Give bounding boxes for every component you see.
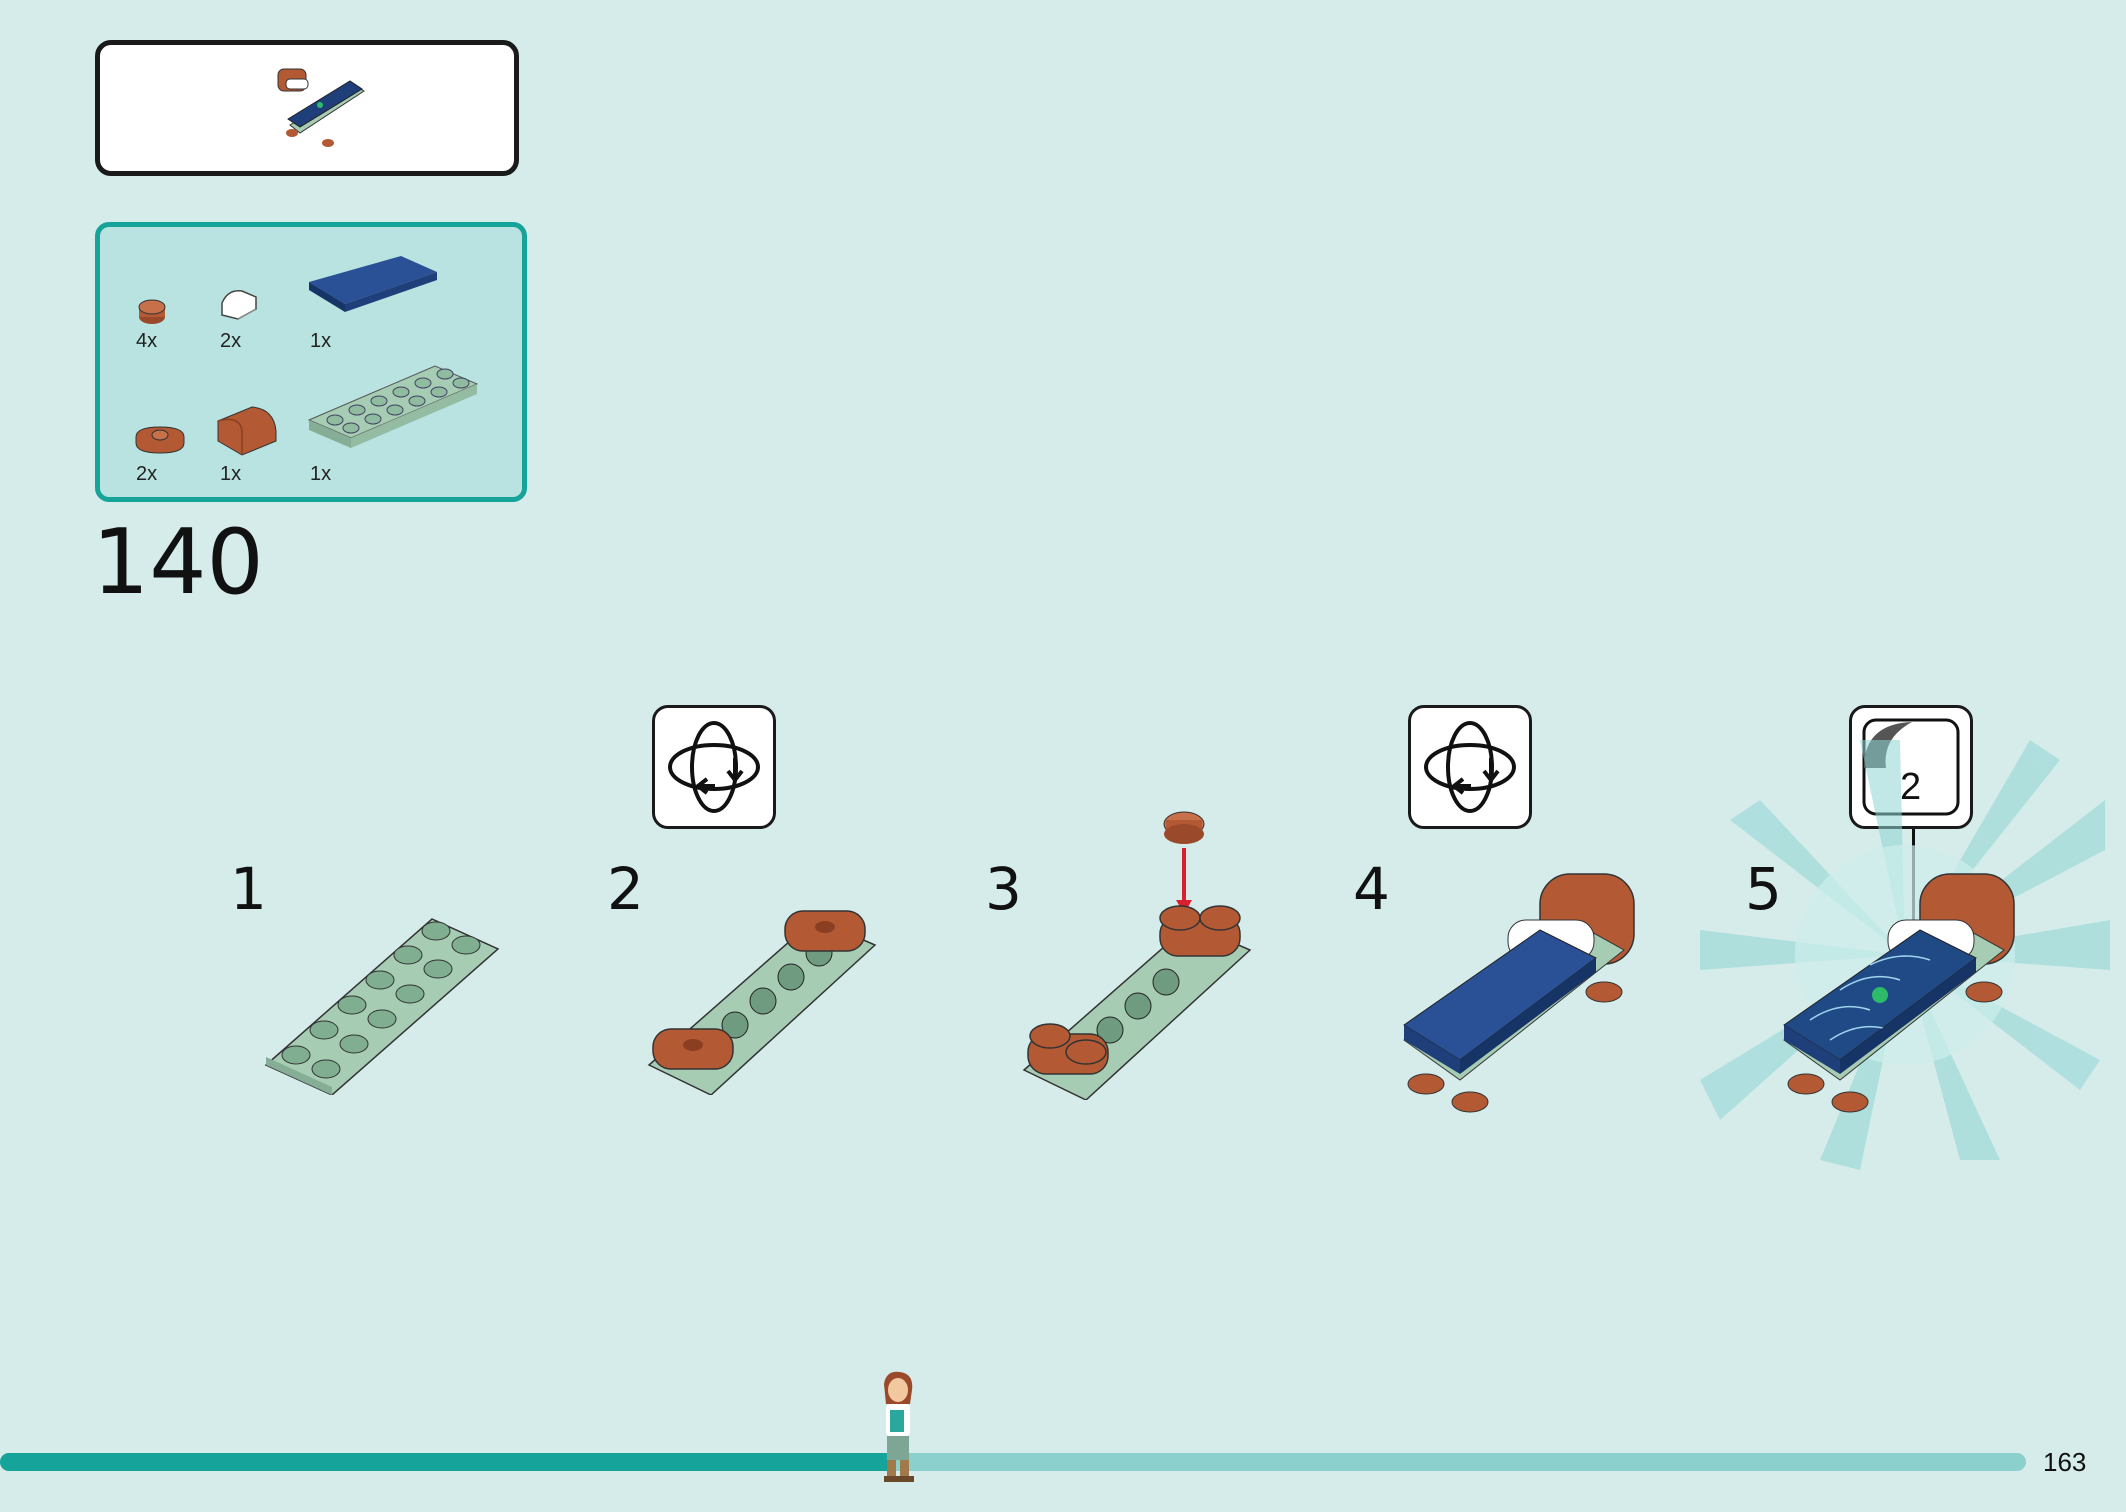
- substep-3-image: [1022, 811, 1252, 1100]
- part-plate-icon: [307, 365, 479, 448]
- substep-number: 3: [985, 855, 1022, 923]
- part-curved-brick-icon: [217, 406, 277, 456]
- part-tile-icon: [309, 256, 437, 312]
- substep-1-image: [264, 918, 500, 1095]
- part-qty: 2x: [136, 463, 158, 485]
- substep-number: 2: [607, 855, 644, 923]
- part-plate-round-icon: [135, 426, 185, 454]
- substep-number: 1: [230, 855, 267, 923]
- part-qty: 1x: [220, 463, 242, 485]
- part-qty: 1x: [310, 463, 332, 485]
- rotate-icon: [668, 721, 760, 813]
- page-number: 163: [2043, 1447, 2087, 1477]
- part-qty: 4x: [136, 330, 158, 352]
- substep-5-image: [1783, 873, 2015, 1113]
- rotate-model-box: [652, 705, 776, 829]
- minifigure-progress-marker-icon: [884, 1371, 914, 1482]
- part-qty: 2x: [220, 330, 242, 352]
- step-number: 140: [92, 510, 264, 615]
- finished-bed-image: [277, 68, 365, 147]
- substep-number: 4: [1353, 855, 1390, 923]
- overview-box: [95, 40, 519, 176]
- sticker-number: 2: [1900, 766, 1922, 808]
- part-round-brick-icon: [138, 299, 166, 324]
- substep-number: 5: [1745, 855, 1782, 923]
- substep-2-image: [647, 910, 877, 1095]
- part-slope-icon: [221, 290, 257, 320]
- progress-bar-fill: [0, 1453, 892, 1471]
- part-qty: 1x: [310, 330, 332, 352]
- rotate-model-box: [1408, 705, 1532, 829]
- rotate-icon: [1424, 721, 1516, 813]
- substep-4-image: [1403, 873, 1635, 1113]
- parts-list-box: 4x 2x 1x 2x 1x 1x: [95, 222, 527, 502]
